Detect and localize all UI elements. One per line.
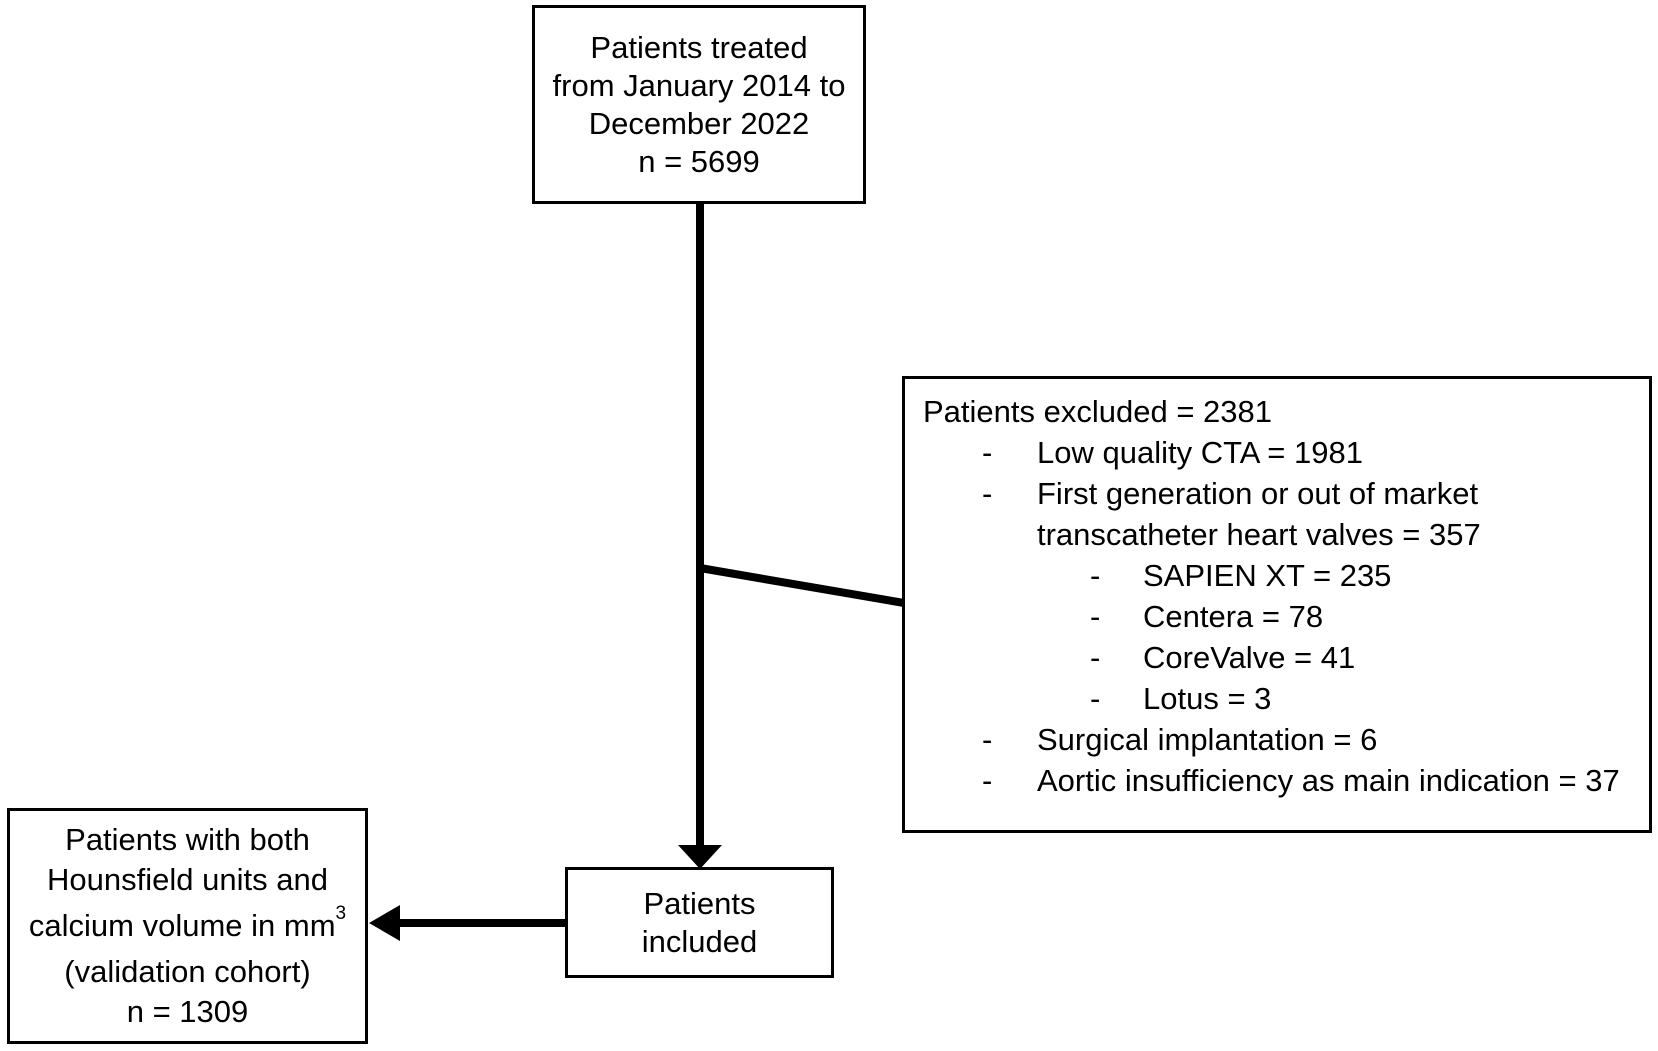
patients-treated-line: December 2022 <box>588 105 810 141</box>
dash-bullet: - <box>982 476 993 511</box>
exclusion-item-first-generation-cont: transcatheter heart valves = 357 <box>905 514 1649 555</box>
validation-count: n = 1309 <box>126 994 249 1029</box>
left-arrowhead-icon <box>369 905 400 941</box>
validation-line-calcium-volume: calcium volume in mm3 <box>29 900 346 952</box>
exclusion-item-text: transcatheter heart valves = 357 <box>1037 517 1481 552</box>
exclusion-item-text: Centera = 78 <box>1143 599 1324 634</box>
superscript-3: 3 <box>335 902 347 924</box>
validation-cohort-box: Patients with both Hounsfield units and … <box>7 808 368 1044</box>
exclusion-subitem-sapien-xt: - SAPIEN XT = 235 <box>905 555 1649 596</box>
exclusion-item-text: CoreValve = 41 <box>1143 640 1356 675</box>
exclusion-title: Patients excluded = 2381 <box>923 394 1273 429</box>
validation-line: (validation cohort) <box>64 954 311 989</box>
patients-included-box: Patients included <box>565 867 834 978</box>
down-arrowhead-icon <box>678 845 722 869</box>
validation-line: Hounsfield units and <box>47 862 328 897</box>
patients-treated-line: Patients treated <box>590 29 808 65</box>
exclusion-item-text: Surgical implantation = 6 <box>1037 722 1378 757</box>
dash-bullet: - <box>1090 599 1101 634</box>
dash-bullet: - <box>982 763 993 798</box>
patients-treated-count: n = 5699 <box>638 143 760 179</box>
exclusion-item-aortic-insufficiency: - Aortic insufficiency as main indicatio… <box>905 760 1649 801</box>
patients-treated-line: from January 2014 to <box>552 67 846 103</box>
patients-excluded-box: Patients excluded = 2381 - Low quality C… <box>902 376 1652 833</box>
dash-bullet: - <box>1090 640 1101 675</box>
exclusion-subitem-lotus: - Lotus = 3 <box>905 678 1649 719</box>
exclusion-item-text: SAPIEN XT = 235 <box>1143 558 1392 593</box>
validation-line-text: calcium volume in mm <box>28 908 336 943</box>
exclusion-item-first-generation: - First generation or out of market <box>905 473 1649 514</box>
exclusion-item-text: Lotus = 3 <box>1143 681 1272 716</box>
patients-included-line: included <box>641 923 758 959</box>
exclusion-item-text: Aortic insufficiency as main indication … <box>1037 763 1620 798</box>
dash-bullet: - <box>982 435 993 470</box>
dash-bullet: - <box>1090 681 1101 716</box>
dash-bullet: - <box>982 722 993 757</box>
exclusion-subitem-corevalve: - CoreValve = 41 <box>905 637 1649 678</box>
patients-included-line: Patients <box>643 885 756 921</box>
exclusion-item-text: Low quality CTA = 1981 <box>1037 435 1363 470</box>
exclusion-subitem-centera: - Centera = 78 <box>905 596 1649 637</box>
exclusion-item-text: First generation or out of market <box>1037 476 1479 511</box>
dash-bullet: - <box>1090 558 1101 593</box>
exclusion-item-low-quality-cta: - Low quality CTA = 1981 <box>905 432 1649 473</box>
patients-treated-box: Patients treated from January 2014 to De… <box>532 5 866 204</box>
validation-line: Patients with both <box>65 822 310 857</box>
exclusion-branch-line <box>699 564 905 607</box>
exclusion-item-surgical-implantation: - Surgical implantation = 6 <box>905 719 1649 760</box>
